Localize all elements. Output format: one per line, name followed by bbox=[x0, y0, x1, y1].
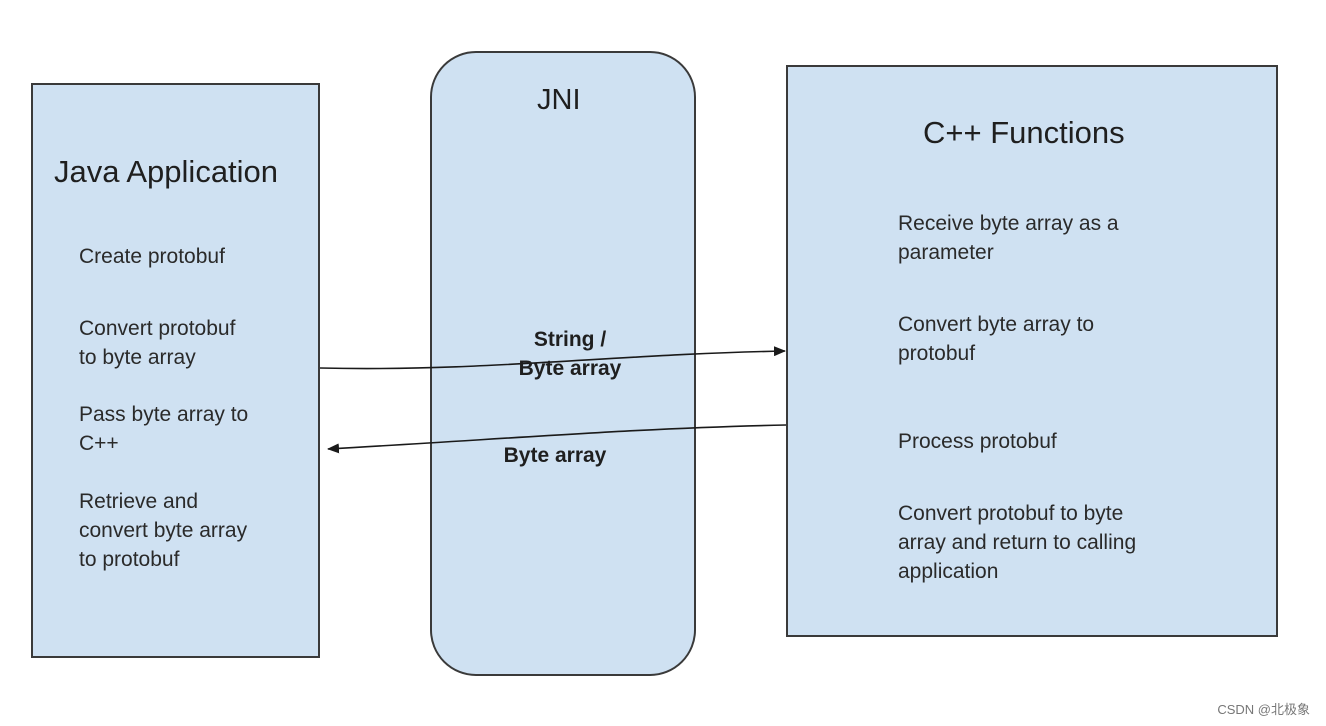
cpp-step-line: Convert byte array to bbox=[898, 313, 1095, 336]
java-step-retrieve-convert: Retrieve and convert byte array to proto… bbox=[79, 487, 247, 574]
java-step-line: C++ bbox=[79, 432, 119, 455]
java-application-title: Java Application bbox=[54, 154, 279, 189]
cpp-step-convert-byte-array: Convert byte array to protobuf bbox=[898, 310, 1094, 368]
arrow-label-line: Byte array bbox=[503, 444, 607, 467]
java-step-pass-byte-array: Pass byte array to C++ bbox=[79, 400, 248, 458]
java-step-line: to byte array bbox=[79, 346, 196, 369]
cpp-step-line: Process protobuf bbox=[898, 430, 1057, 453]
java-step-line: to protobuf bbox=[79, 548, 180, 571]
cpp-step-convert-and-return: Convert protobuf to byte array and retur… bbox=[898, 499, 1136, 586]
cpp-step-line: Receive byte array as a bbox=[898, 212, 1119, 235]
java-step-create-protobuf: Create protobuf bbox=[79, 242, 225, 271]
cpp-functions-box bbox=[786, 65, 1278, 637]
arrow-label-string-byte-array: String / Byte array bbox=[505, 325, 635, 383]
cpp-step-receive-byte-array: Receive byte array as a parameter bbox=[898, 209, 1119, 267]
cpp-step-process-protobuf: Process protobuf bbox=[898, 427, 1057, 456]
java-application-box bbox=[31, 83, 320, 658]
cpp-functions-title: C++ Functions bbox=[923, 115, 1125, 150]
java-step-line: Retrieve and bbox=[79, 490, 199, 513]
jni-title: JNI bbox=[537, 84, 581, 116]
cpp-step-line: protobuf bbox=[898, 342, 976, 365]
java-step-line: Pass byte array to bbox=[79, 403, 249, 426]
cpp-step-line: parameter bbox=[898, 241, 994, 264]
java-step-line: Convert protobuf bbox=[79, 317, 236, 340]
java-step-line: convert byte array bbox=[79, 519, 248, 542]
cpp-step-line: application bbox=[898, 560, 999, 583]
cpp-step-line: Convert protobuf to byte bbox=[898, 502, 1124, 525]
java-step-line: Create protobuf bbox=[79, 245, 225, 268]
arrow-label-byte-array: Byte array bbox=[490, 441, 620, 470]
arrow-label-line: String / bbox=[533, 328, 607, 351]
cpp-step-line: array and return to calling bbox=[898, 531, 1137, 554]
java-step-convert-protobuf: Convert protobuf to byte array bbox=[79, 314, 235, 372]
watermark: CSDN @北极象 bbox=[1217, 702, 1310, 717]
arrow-label-line: Byte array bbox=[518, 357, 622, 380]
